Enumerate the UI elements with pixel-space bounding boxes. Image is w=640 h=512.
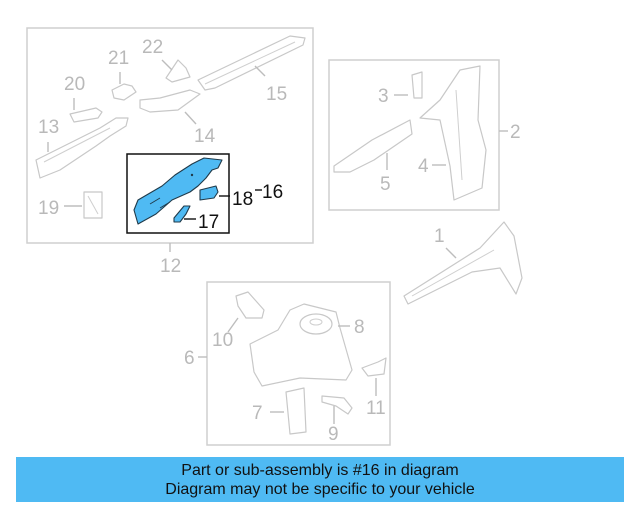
callout-17[interactable]: 17	[198, 212, 219, 233]
callout-16-highlighted[interactable]: 16	[262, 182, 283, 203]
part-21-bracket[interactable]	[111, 83, 137, 101]
callout-12[interactable]: 12	[160, 256, 181, 277]
callout-7[interactable]: 7	[252, 403, 263, 424]
part-16-highlighted-rail[interactable]	[133, 157, 223, 225]
group-6-box	[206, 281, 391, 446]
part-22-bracket[interactable]	[165, 59, 191, 83]
callout-21[interactable]: 21	[108, 48, 129, 69]
part-1-fender[interactable]	[403, 221, 523, 305]
callout-19[interactable]: 19	[38, 198, 59, 219]
part-20-bracket[interactable]	[69, 107, 103, 123]
callout-6[interactable]: 6	[184, 348, 195, 369]
part-19-bracket[interactable]	[83, 191, 103, 219]
part-info-banner: Part or sub-assembly is #16 in diagram D…	[16, 457, 624, 502]
callout-15[interactable]: 15	[266, 84, 287, 105]
part-3-bracket[interactable]	[411, 71, 423, 99]
part-5-member[interactable]	[333, 119, 413, 173]
part-13-frame[interactable]	[35, 117, 129, 179]
banner-line-disclaimer: Diagram may not be specific to your vehi…	[165, 480, 475, 498]
callout-9[interactable]: 9	[328, 424, 339, 445]
part-15-rail[interactable]	[197, 35, 306, 91]
callout-11[interactable]: 11	[366, 398, 386, 419]
callout-10[interactable]: 10	[212, 330, 233, 351]
part-17-highlighted-bracket[interactable]	[173, 205, 191, 223]
part-7-reinforcement[interactable]	[285, 387, 307, 435]
callout-2[interactable]: 2	[510, 122, 521, 143]
part-2-pillar[interactable]	[419, 65, 487, 201]
callout-4[interactable]: 4	[418, 156, 429, 177]
callout-20[interactable]: 20	[64, 74, 85, 95]
callout-8[interactable]: 8	[354, 317, 365, 338]
callout-3[interactable]: 3	[378, 86, 389, 107]
callout-5[interactable]: 5	[380, 174, 391, 195]
highlight-box-16	[126, 153, 230, 234]
part-10-bracket[interactable]	[235, 291, 265, 319]
banner-line-part: Part or sub-assembly is #16 in diagram	[181, 461, 459, 479]
part-14-member[interactable]	[139, 89, 201, 113]
callout-22[interactable]: 22	[142, 37, 163, 58]
callout-14[interactable]: 14	[194, 126, 216, 147]
callout-1[interactable]: 1	[434, 226, 445, 247]
part-18-highlighted-bracket[interactable]	[199, 185, 219, 201]
part-9-bracket[interactable]	[321, 395, 353, 415]
group-2-box	[328, 59, 500, 211]
callout-18[interactable]: 18	[232, 189, 253, 210]
callout-13[interactable]: 13	[38, 117, 59, 138]
part-11-bracket[interactable]	[361, 357, 387, 377]
part-8-strut-tower[interactable]	[249, 303, 353, 387]
